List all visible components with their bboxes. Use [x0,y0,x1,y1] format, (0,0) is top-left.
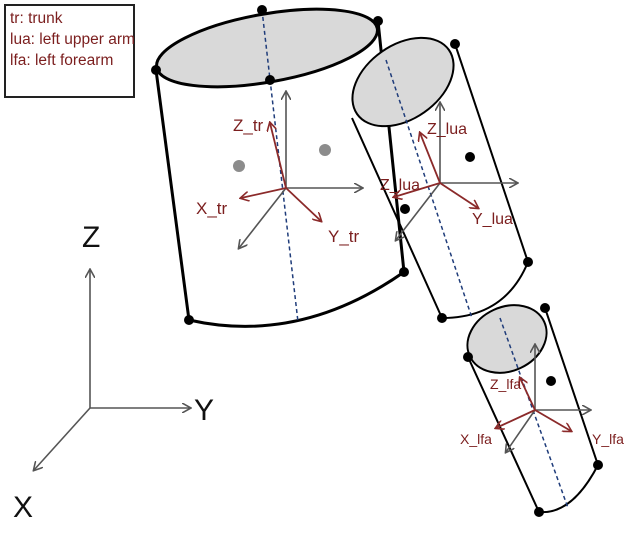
upper-arm-gray-axis [396,182,441,240]
forearm-segment: Z_lfa X_lfa Y_lfa [460,303,624,517]
upper-arm-y-label: Y_lua [472,211,513,228]
upper-arm-marker [450,39,460,49]
upper-arm-top-ellipse [351,36,455,128]
trunk-red-axis [241,187,287,198]
upper-arm-body-outline [351,43,530,320]
forearm-y-label: Y_lfa [592,431,624,447]
forearm-marker [546,376,556,386]
global-x-arrow [34,407,91,470]
forearm-marker [534,507,544,517]
trunk-marker [257,5,267,15]
upper-arm-red-axis [420,133,441,184]
trunk-red-axis [270,123,287,189]
global-y-label: Y [194,394,214,427]
upper-arm-segment: Z_lua Z_lua Y_lua [351,36,533,323]
upper-arm-z-label-top: Z_lua [427,121,467,138]
forearm-red-axis [534,409,571,431]
legend-left-upper-arm: lua: left upper arm [10,31,135,48]
upper-arm-axis-dashed [385,59,473,319]
upper-arm-marker [400,204,410,214]
forearm-red-axis [520,378,536,411]
trunk-top-ellipse [155,7,379,89]
upper-arm-z-label-left: Z_lua [380,177,420,194]
trunk-gray-marker [319,144,331,156]
trunk-marker [399,267,409,277]
legend-left-forearm: lfa: left forearm [10,52,114,69]
forearm-marker [463,352,473,362]
trunk-marker [151,65,161,75]
trunk-x-label: X_tr [196,199,228,218]
forearm-marker [540,303,550,313]
trunk-gray-marker [233,160,245,172]
trunk-y-label: Y_tr [328,227,360,246]
upper-arm-red-axis [439,182,478,208]
trunk-gray-axis [239,187,287,248]
upper-arm-marker [523,257,533,267]
trunk-body-outline [154,20,406,328]
forearm-red-axis [496,409,536,428]
forearm-x-label: X_lfa [460,431,492,447]
legend-box: tr: trunk lua: left upper arm lfa: left … [4,4,135,98]
trunk-marker [265,75,275,85]
global-z-label: Z [82,221,100,254]
upper-arm-marker [437,313,447,323]
global-x-label: X [13,491,33,524]
trunk-red-axis [285,187,321,221]
forearm-axis-dashed [499,317,569,509]
forearm-gray-axis [506,409,536,452]
trunk-marker [373,16,383,26]
trunk-marker [184,315,194,325]
legend-trunk: tr: trunk [10,10,63,27]
global-axes: Z Y X [13,221,214,524]
trunk-segment: Z_tr X_tr Y_tr [151,5,409,328]
forearm-z-label: Z_lfa [490,376,521,392]
forearm-marker [593,460,603,470]
upper-arm-red-axis [394,182,441,197]
upper-arm-marker [465,152,475,162]
trunk-z-label: Z_tr [233,116,264,135]
